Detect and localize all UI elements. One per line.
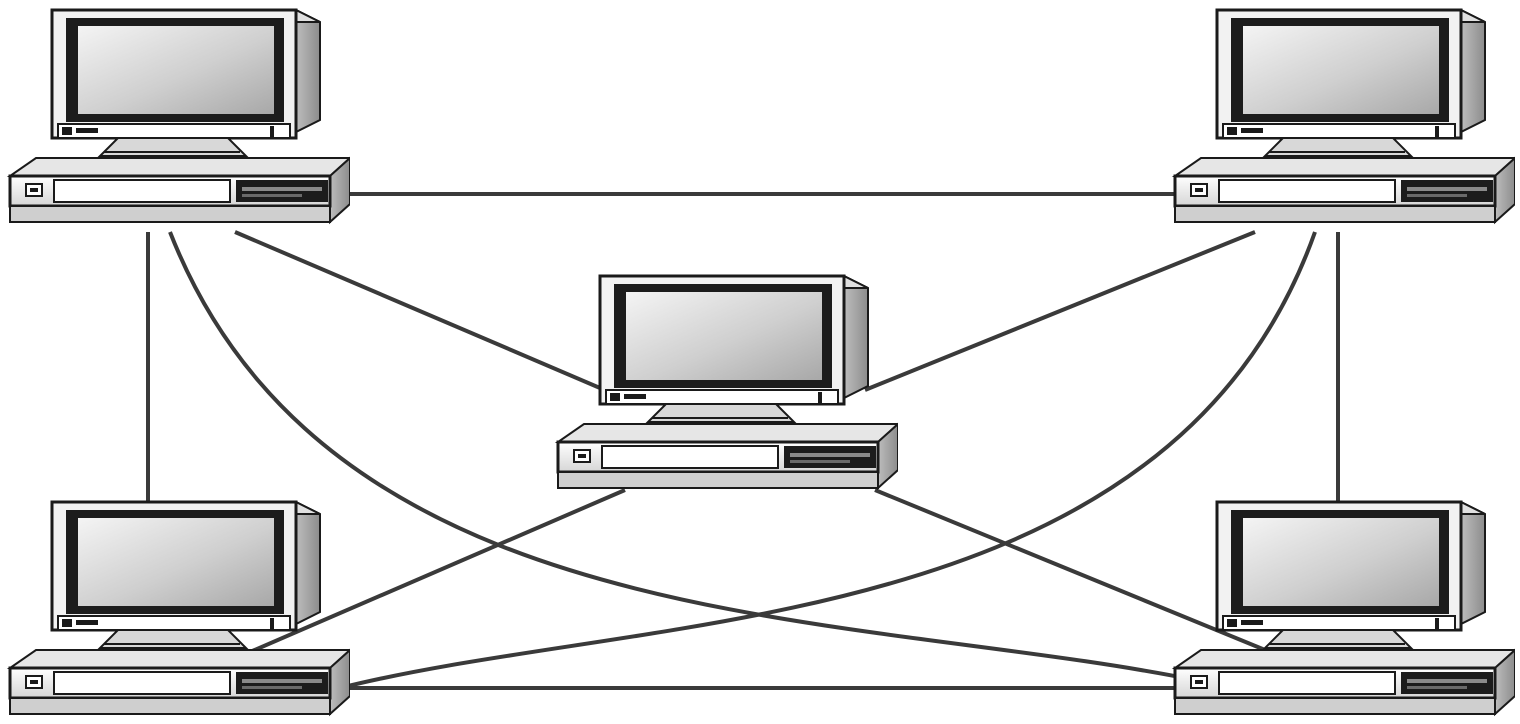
- desktop-computer-icon: [1173, 8, 1515, 224]
- desktop-computer-icon: [8, 8, 350, 224]
- link-top-right-center: [864, 230, 1256, 392]
- link-top-left-center: [234, 230, 601, 390]
- network-nodes: [8, 8, 1515, 716]
- desktop-computer-icon: [556, 274, 898, 490]
- link-center-bottom-left: [249, 488, 626, 654]
- network-links: [146, 192, 1340, 690]
- link-top-left-bottom-right: [168, 231, 1196, 682]
- link-center-bottom-right: [874, 488, 1271, 654]
- desktop-computer-icon: [8, 500, 350, 716]
- link-top-right-bottom-left: [339, 231, 1317, 690]
- desktop-computer-icon: [1173, 500, 1515, 716]
